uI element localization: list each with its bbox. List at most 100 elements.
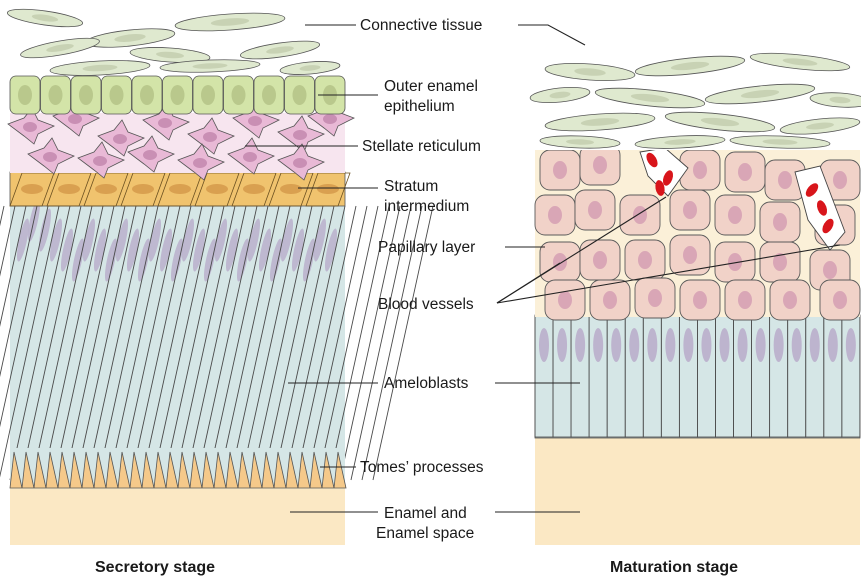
papillary-nucleus <box>683 246 697 264</box>
stellate-nucleus <box>293 158 307 168</box>
outer-enamel-nucleus <box>140 85 154 105</box>
papillary-nucleus <box>773 213 787 231</box>
label-connective-tissue: Connective tissue <box>360 17 482 34</box>
mature-ameloblast-nucleus <box>683 328 693 362</box>
mature-ameloblast-nucleus <box>611 328 621 362</box>
stellate-nucleus <box>43 152 57 162</box>
papillary-nucleus <box>593 156 607 174</box>
secretory-outer-enamel-epithelium <box>10 76 345 114</box>
papillary-nucleus <box>558 291 572 309</box>
stellate-nucleus <box>243 152 257 162</box>
stellate-nucleus <box>113 134 127 144</box>
papillary-nucleus <box>693 291 707 309</box>
secretory-connective-tissue <box>6 6 340 78</box>
outer-enamel-nucleus <box>293 85 307 105</box>
mature-ameloblast-nucleus <box>738 328 748 362</box>
maturation-stage-panel <box>529 50 861 545</box>
stellate-nucleus <box>248 116 262 126</box>
papillary-nucleus <box>833 171 847 189</box>
label-stratum-line2: intermedium <box>384 198 469 215</box>
stellate-nucleus <box>158 118 172 128</box>
papillary-nucleus <box>728 206 742 224</box>
mature-ameloblast-nucleus <box>665 328 675 362</box>
stellate-nucleus <box>193 158 207 168</box>
outer-enamel-nucleus <box>79 85 93 105</box>
papillary-nucleus <box>553 161 567 179</box>
papillary-nucleus <box>638 251 652 269</box>
mature-ameloblast-nucleus <box>647 328 657 362</box>
papillary-nucleus <box>738 291 752 309</box>
label-stratum-line1: Stratum <box>384 178 438 195</box>
papillary-nucleus <box>693 161 707 179</box>
papillary-nucleus <box>648 289 662 307</box>
caption-secretory-stage: Secretory stage <box>95 559 215 576</box>
label-enamel-line2: Enamel space <box>376 525 474 542</box>
mature-ameloblast-nucleus <box>575 328 585 362</box>
outer-enamel-nucleus <box>49 85 63 105</box>
outer-enamel-nucleus <box>110 85 124 105</box>
mature-ameloblast-nucleus <box>701 328 711 362</box>
mature-ameloblast-nucleus <box>774 328 784 362</box>
stellate-nucleus <box>93 156 107 166</box>
papillary-nucleus <box>683 201 697 219</box>
label-tomes-processes: Tomes’ processes <box>360 459 484 476</box>
papillary-nucleus <box>823 261 837 279</box>
papillary-nucleus <box>738 163 752 181</box>
stratum-nucleus <box>317 184 339 194</box>
stratum-nucleus <box>206 184 228 194</box>
mature-ameloblast-nucleus <box>557 328 567 362</box>
secretory-ameloblast-layer <box>0 198 433 485</box>
stratum-nucleus <box>280 184 302 194</box>
papillary-nucleus <box>548 206 562 224</box>
outer-enamel-nucleus <box>201 85 215 105</box>
stellate-nucleus <box>143 150 157 160</box>
outer-enamel-nucleus <box>262 85 276 105</box>
papillary-nucleus <box>778 171 792 189</box>
mature-ameloblast-nucleus <box>810 328 820 362</box>
mature-ameloblast-nucleus <box>756 328 766 362</box>
maturation-ameloblast-layer <box>535 315 860 438</box>
label-ameloblasts: Ameloblasts <box>384 375 469 392</box>
stellate-nucleus <box>68 114 82 124</box>
stratum-nucleus <box>95 184 117 194</box>
papillary-nucleus <box>633 206 647 224</box>
mature-ameloblast-nucleus <box>720 328 730 362</box>
stratum-nucleus <box>21 184 43 194</box>
label-outer-enamel-line2: epithelium <box>384 98 455 115</box>
mature-ameloblast-nucleus <box>593 328 603 362</box>
ameloblast-wall <box>0 206 4 480</box>
papillary-nucleus <box>833 291 847 309</box>
stratum-nucleus <box>169 184 191 194</box>
mature-ameloblast-nucleus <box>629 328 639 362</box>
stellate-nucleus <box>23 122 37 132</box>
stratum-nucleus <box>58 184 80 194</box>
label-blood-vessels: Blood vessels <box>378 296 474 313</box>
mature-ameloblast-nucleus <box>846 328 856 362</box>
mature-ameloblast-nucleus <box>792 328 802 362</box>
label-enamel-line1: Enamel and <box>384 505 467 522</box>
label-stellate-reticulum: Stellate reticulum <box>362 138 481 155</box>
papillary-nucleus <box>588 201 602 219</box>
outer-enamel-nucleus <box>18 85 32 105</box>
maturation-enamel-space <box>535 438 860 545</box>
papillary-nucleus <box>603 291 617 309</box>
secretory-stratum-intermedium <box>10 172 350 206</box>
maturation-connective-tissue <box>529 50 861 151</box>
stratum-nucleus <box>132 184 154 194</box>
outer-enamel-nucleus <box>171 85 185 105</box>
papillary-nucleus <box>553 253 567 271</box>
caption-maturation-stage: Maturation stage <box>610 559 738 576</box>
papillary-nucleus <box>593 251 607 269</box>
outer-enamel-nucleus <box>232 85 246 105</box>
label-outer-enamel-line1: Outer enamel <box>384 78 478 95</box>
secretory-tomes-processes <box>10 448 346 488</box>
stratum-nucleus <box>243 184 265 194</box>
papillary-nucleus <box>783 291 797 309</box>
mature-ameloblast-nucleus <box>828 328 838 362</box>
mature-ameloblast-nucleus <box>539 328 549 362</box>
stellate-nucleus <box>293 130 307 140</box>
label-papillary-layer: Papillary layer <box>378 239 475 256</box>
stellate-nucleus <box>323 114 337 124</box>
stellate-nucleus <box>203 132 217 142</box>
